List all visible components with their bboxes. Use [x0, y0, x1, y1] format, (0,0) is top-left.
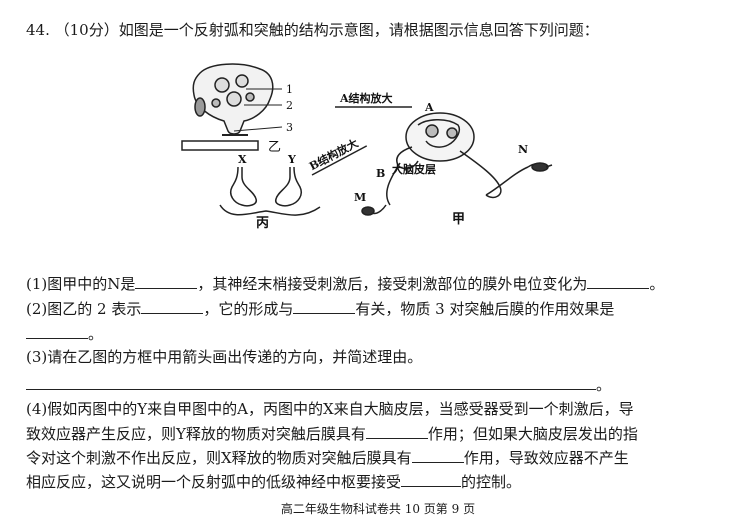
q4-blank-3[interactable] — [401, 472, 462, 487]
question-points: （10分） — [54, 21, 119, 39]
label-b-zoom: B结构放大 — [307, 136, 361, 173]
arrow-box[interactable] — [181, 140, 259, 151]
q2-text-b: ，它的形成与 — [203, 300, 294, 318]
q4-text-b: 致效应器产生反应，则Y释放的物质对突触后膜具有 — [26, 425, 366, 443]
label-yi: 乙 — [268, 140, 281, 155]
q4-text-g: 的控制。 — [461, 473, 522, 491]
effector — [361, 204, 387, 216]
synapse-terminal — [192, 63, 283, 136]
q2-blank-1[interactable] — [141, 299, 204, 314]
q2-text-a: (2)图乙的 2 表示 — [26, 300, 142, 318]
q2-blank-2[interactable] — [293, 299, 356, 314]
q4-blank-2[interactable] — [411, 448, 464, 463]
q2-line-2: 。 — [26, 324, 103, 343]
q2-text-c: 有关，物质 3 对突触后膜的作用效果是 — [355, 300, 615, 318]
spinal-cord — [386, 112, 529, 206]
figure-drawing: 1 2 3 乙 X Y 丙 A结构放大 A B结构放 — [181, 63, 553, 231]
q2-blank-3[interactable] — [26, 324, 88, 339]
q4-text-e: 作用，导致效应器不产生 — [463, 449, 629, 467]
q4-line-1: (4)假如丙图中的Y来自甲图中的A，丙图中的X来自大脑皮层，当感受器受到一个刺激… — [26, 400, 634, 418]
q3-line: (3)请在乙图的方框中用箭头画出传递的方向，并简述理由。 — [26, 348, 422, 366]
q3-answer-line: 。 — [26, 375, 611, 394]
q4-text-c: 作用；但如果大脑皮层发出的指 — [427, 425, 638, 443]
reflex-arc-figure: 1 2 3 乙 X Y 丙 A结构放大 A B结构放 — [150, 55, 570, 235]
q1-text-b: ，其神经末梢接受刺激后，接受刺激部位的膜外电位变化为 — [197, 275, 588, 293]
q4-text-f: 相应反应，这又说明一个反射弧中的低级神经中枢要接受 — [26, 473, 402, 491]
label-n: N — [518, 143, 528, 156]
receptor — [527, 162, 553, 172]
q3-text-a: (3)请在乙图的方框中用箭头画出传递的方向，并简述理由。 — [26, 348, 423, 366]
label-a-zoom: A结构放大 — [339, 91, 393, 105]
label-2: 2 — [286, 99, 293, 112]
label-a: A — [424, 101, 434, 114]
q4-text-d: 令对这个刺激不作出反应，则X释放的物质对突触后膜具有 — [26, 449, 412, 467]
label-m: M — [354, 191, 366, 204]
label-3: 3 — [286, 121, 293, 134]
q2-line: (2)图乙的 2 表示 ，它的形成与 有关，物质 3 对突触后膜的作用效果是 — [26, 299, 614, 318]
q3-text-end: 。 — [596, 376, 612, 394]
label-cortex: 大脑皮层 — [392, 162, 436, 176]
q1-line: (1)图甲中的N是 ，其神经末梢接受刺激后，接受刺激部位的膜外电位变化为 。 — [26, 274, 664, 293]
label-bing: 丙 — [256, 216, 269, 231]
page-footer: 高二年级生物科试卷共 10 页第 9 页 — [280, 502, 476, 516]
label-y: Y — [287, 153, 296, 166]
synapse-pair — [219, 166, 321, 216]
q4-blank-1[interactable] — [365, 424, 428, 439]
label-jia: 甲 — [452, 212, 465, 227]
label-x: X — [238, 153, 247, 166]
q1-text-a: (1)图甲中的N是 — [26, 275, 136, 293]
label-b: B — [376, 167, 385, 180]
q4-line-3: 令对这个刺激不作出反应，则X释放的物质对突触后膜具有 作用，导致效应器不产生 — [26, 448, 629, 467]
question-number: 44. — [26, 21, 50, 39]
q4-text-a: (4)假如丙图中的Y来自甲图中的A，丙图中的X来自大脑皮层，当感受器受到一个刺激… — [26, 400, 634, 418]
q3-blank[interactable] — [26, 375, 596, 390]
question-header: 44. （10分）如图是一个反射弧和突触的结构示意图，请根据图示信息回答下列问题… — [26, 21, 599, 39]
label-1: 1 — [286, 83, 293, 96]
question-stem: 如图是一个反射弧和突触的结构示意图，请根据图示信息回答下列问题： — [118, 21, 599, 39]
q1-blank-2[interactable] — [587, 274, 650, 289]
q1-text-c: 。 — [649, 275, 665, 293]
q4-line-2: 致效应器产生反应，则Y释放的物质对突触后膜具有 作用；但如果大脑皮层发出的指 — [26, 424, 638, 443]
q2-text-d: 。 — [88, 325, 104, 343]
q1-blank-1[interactable] — [135, 274, 198, 289]
q4-line-4: 相应反应，这又说明一个反射弧中的低级神经中枢要接受 的控制。 — [26, 472, 521, 491]
